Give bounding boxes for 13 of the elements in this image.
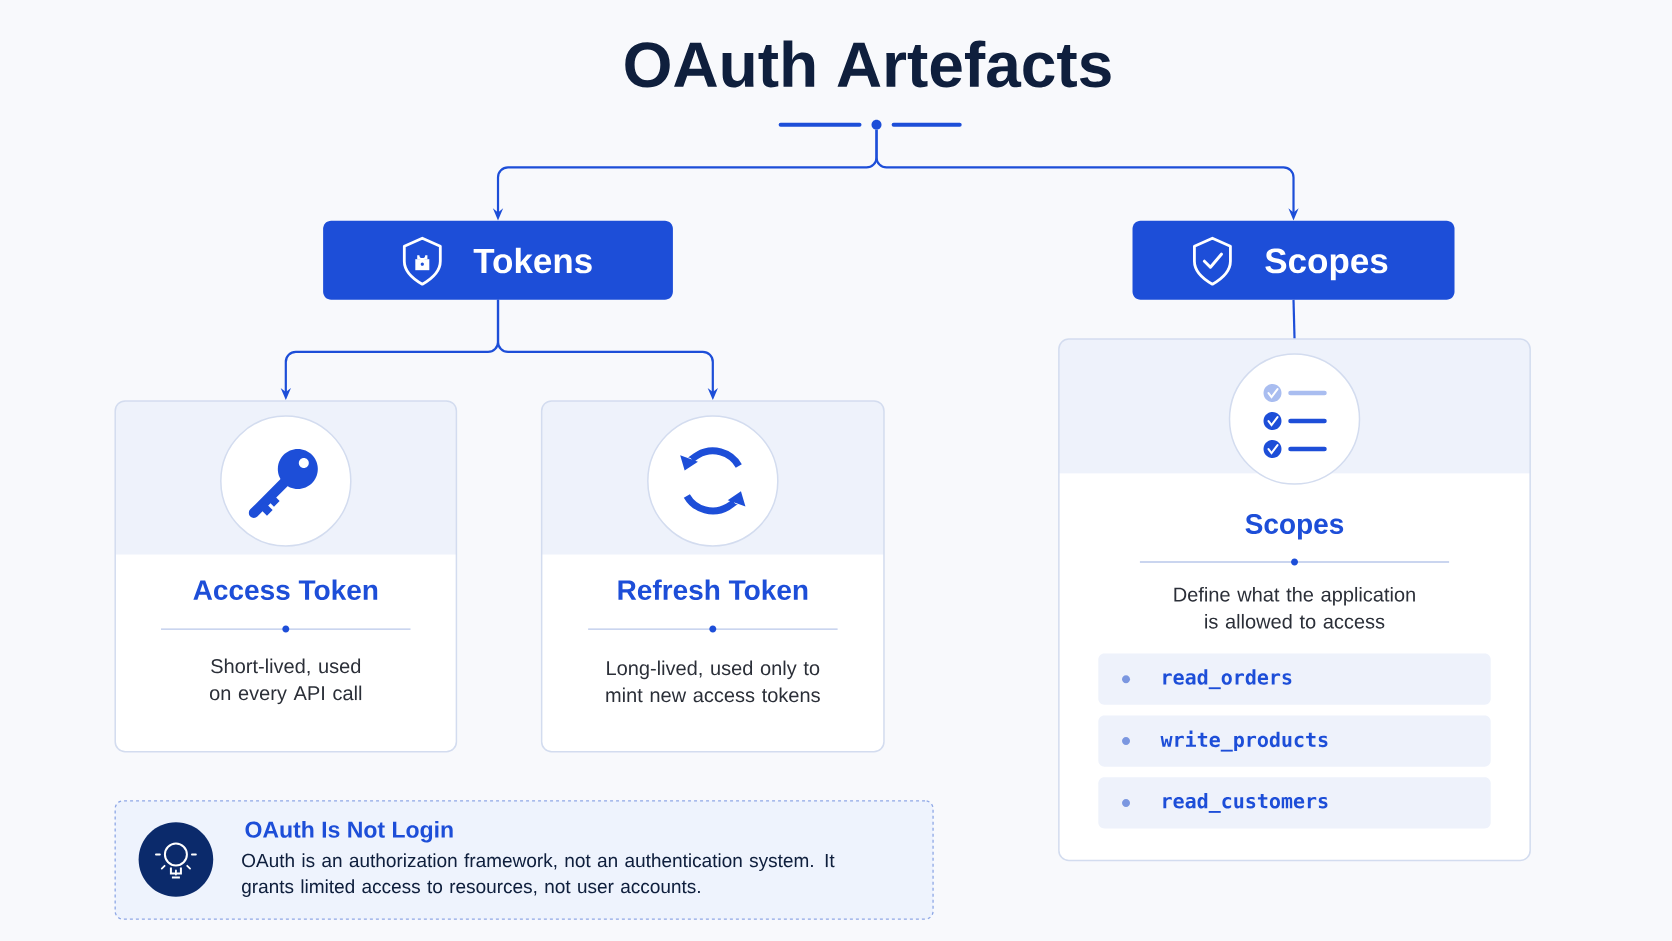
scope-item: read_customers (1098, 777, 1491, 829)
description: Short-lived, used on every API call (209, 658, 362, 705)
scope-item: write_products (1098, 715, 1491, 767)
card-title: Scopes (1245, 514, 1344, 540)
header-box: Scopes (1132, 220, 1455, 300)
description: Long-lived, used only to mint new access tokens (606, 660, 820, 703)
note-box: OAuth Is Not Login OAuth is an authorization framework, not an authentication system. It grants limited access to resources, not user accounts. (114, 800, 934, 920)
description: Define what the application is allowed to access (1174, 586, 1415, 629)
scope-item: read_orders (1098, 653, 1491, 705)
card-title: Access Token (193, 579, 378, 600)
card-title: Refresh Token (618, 579, 808, 600)
header-box: Tokens (323, 220, 673, 300)
title: OAuth Artefacts (625, 40, 1111, 88)
